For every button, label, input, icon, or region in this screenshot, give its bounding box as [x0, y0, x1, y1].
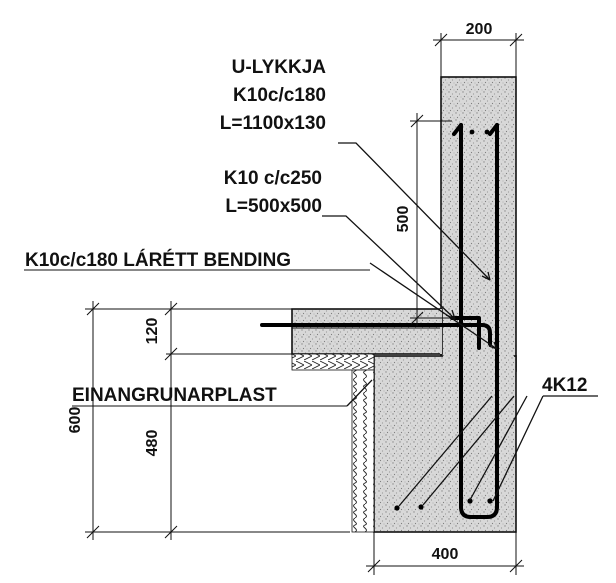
rebar-dot [487, 498, 493, 504]
u-loop-rebar [459, 123, 499, 519]
label-insulation: EINANGRUNARPLAST [72, 385, 277, 406]
dim-text-600: 600 [67, 407, 84, 434]
leader-insulation [346, 379, 373, 407]
label-u-loop-spacing: K10c/c180 [233, 85, 326, 106]
label-u-loop: U-LYKKJA [232, 57, 327, 78]
leader-4k12 [398, 395, 598, 507]
dim-text-400: 400 [432, 546, 459, 563]
label-horizontal-bend: K10c/c180 LÁRÉTT BENDING [25, 249, 291, 271]
insulation-under-slab [291, 353, 375, 371]
dimension-500 [410, 113, 452, 326]
dimension-120-480 [164, 301, 350, 540]
rebar-dot [467, 498, 473, 504]
dim-text-480: 480 [144, 430, 161, 457]
dim-text-200: 200 [466, 21, 493, 38]
rebar-dot [394, 505, 400, 511]
label-4k12: 4K12 [542, 375, 587, 396]
dimension-200 [433, 33, 524, 77]
l-bar-rebar [450, 316, 481, 350]
horizontal-bend-rebar [260, 323, 492, 346]
leader-u-loop [338, 142, 491, 281]
dim-text-120: 120 [144, 318, 161, 345]
label-bars-k10-length: L=500x500 [225, 196, 322, 217]
dimension-600 [85, 301, 166, 540]
dimension-400 [366, 532, 524, 575]
insulation-vertical [351, 369, 375, 533]
rebar-dot [418, 504, 424, 510]
leader-k10 [322, 215, 456, 320]
dim-text-500: 500 [395, 206, 412, 233]
label-bars-k10: K10 c/c250 [224, 168, 322, 189]
label-u-loop-length: L=1100x130 [220, 113, 326, 134]
foundation-concrete [373, 355, 517, 533]
leader-horizontal-bend [369, 262, 498, 350]
